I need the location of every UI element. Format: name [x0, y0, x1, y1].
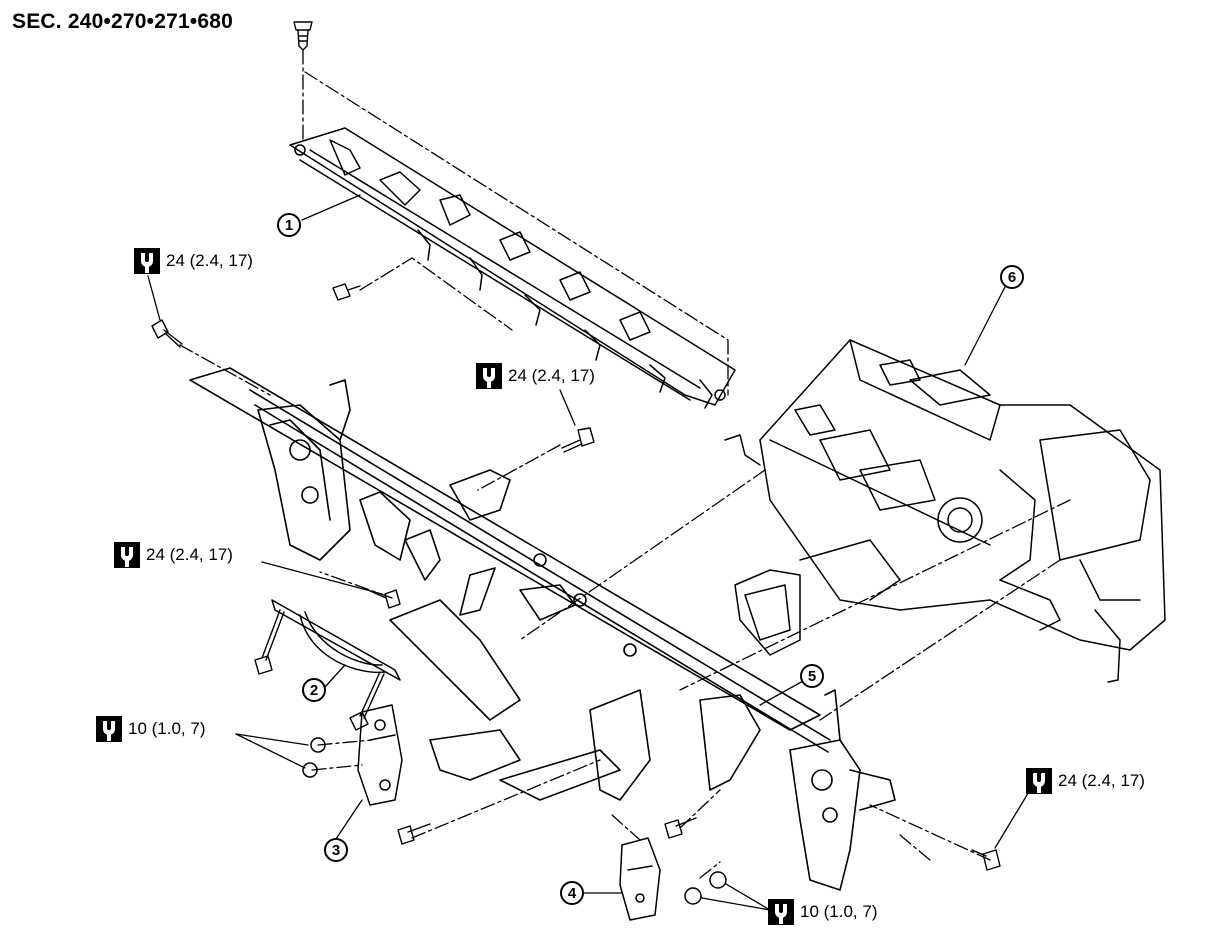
- part-6-heater-unit: [724, 339, 1166, 683]
- torque-wrench-icon: [134, 248, 160, 274]
- part-5-steering-member: [189, 367, 896, 891]
- part-1-upper-bracket: [289, 127, 736, 409]
- callout-part-1: 1: [277, 213, 301, 237]
- callout-part-4: 4: [560, 881, 584, 905]
- torque-value: 10 (1.0, 7): [800, 902, 878, 921]
- torque-wrench-icon: [1026, 768, 1052, 794]
- torque-label: 24 (2.4, 17): [476, 363, 595, 389]
- torque-wrench-icon: [96, 716, 122, 742]
- callout-part-6: 6: [1000, 265, 1024, 289]
- torque-wrench-icon: [114, 542, 140, 568]
- part-4-bracket: [619, 837, 727, 921]
- torque-value: 24 (2.4, 17): [1058, 771, 1145, 790]
- torque-value: 10 (1.0, 7): [128, 719, 206, 738]
- part-2-bracket: [271, 599, 401, 681]
- callout-part-3: 3: [324, 838, 348, 862]
- bolts: [151, 319, 1001, 871]
- clip-lower: [332, 283, 361, 301]
- torque-label: 10 (1.0, 7): [96, 716, 206, 742]
- clip-top: [293, 21, 313, 51]
- torque-value: 24 (2.4, 17): [508, 366, 595, 385]
- torque-wrench-icon: [768, 899, 794, 925]
- callout-part-2: 2: [302, 678, 326, 702]
- torque-wrench-icon: [476, 363, 502, 389]
- part-3-bracket: [302, 704, 403, 806]
- torque-value: 24 (2.4, 17): [166, 251, 253, 270]
- torque-value: 24 (2.4, 17): [146, 545, 233, 564]
- torque-label: 10 (1.0, 7): [768, 899, 878, 925]
- callout-leaders: [147, 194, 1031, 911]
- torque-label: 24 (2.4, 17): [114, 542, 233, 568]
- torque-label: 24 (2.4, 17): [134, 248, 253, 274]
- leader-lines: [179, 49, 1071, 879]
- section-title: SEC. 240•270•271•680: [12, 10, 234, 33]
- torque-label: 24 (2.4, 17): [1026, 768, 1145, 794]
- callout-part-5: 5: [800, 664, 824, 688]
